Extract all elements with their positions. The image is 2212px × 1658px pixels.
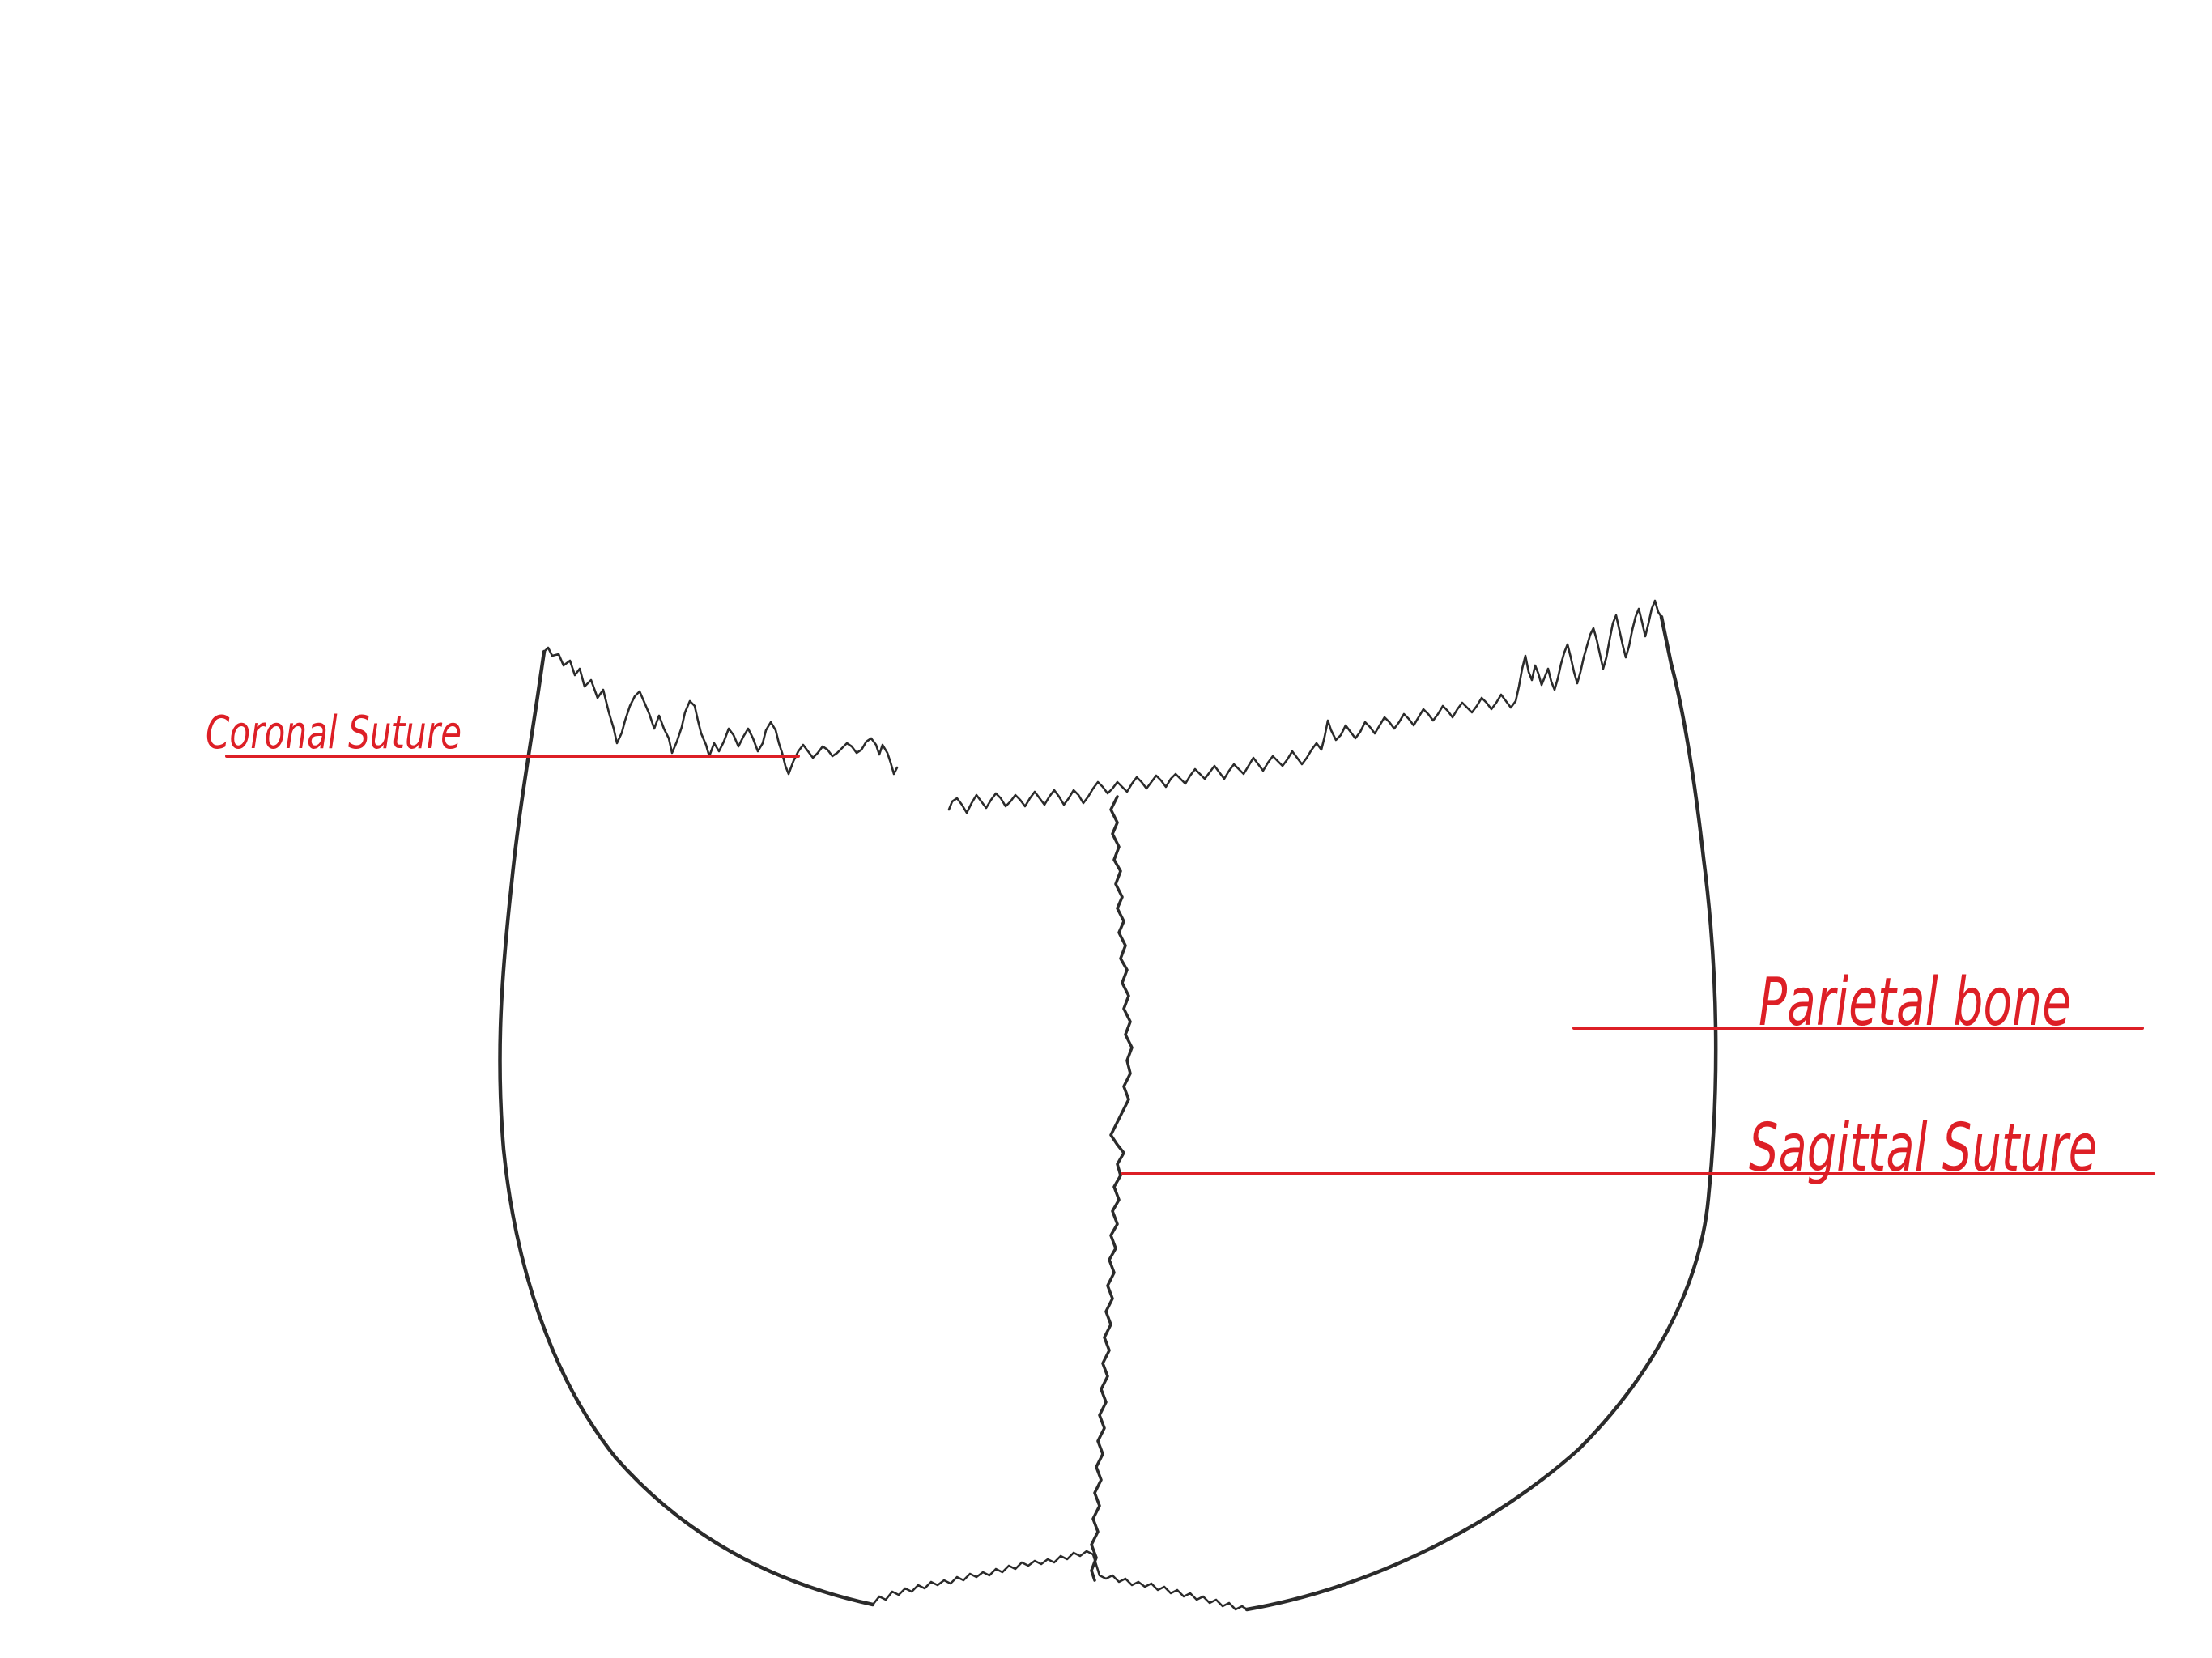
coronal-suture-label: Coronal Suture xyxy=(206,707,462,759)
sagittal-suture xyxy=(1091,797,1132,1580)
lambdoid-suture xyxy=(873,1551,1247,1609)
skull-outline xyxy=(500,617,1716,1609)
coronal-suture-right xyxy=(949,601,1661,813)
parietal-bone-label: Parietal bone xyxy=(1759,964,2071,1041)
sagittal-suture-label: Sagittal Suture xyxy=(1749,1110,2097,1187)
